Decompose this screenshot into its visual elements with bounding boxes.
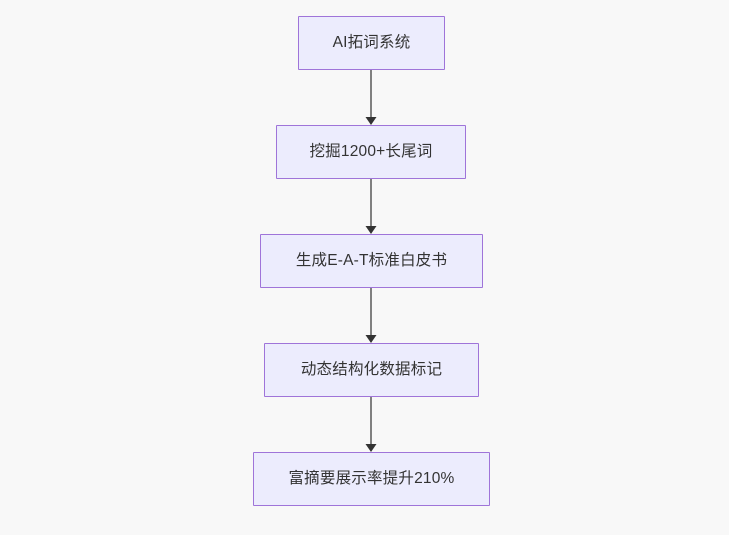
edge-node3-node4 [365, 288, 377, 343]
flowchart-node-2-label: 挖掘1200+长尾词 [309, 143, 433, 161]
flowchart-node-5-label: 富摘要展示率提升210% [288, 470, 455, 488]
flowchart-node-1[interactable]: AI拓词系统 [298, 16, 445, 70]
flowchart-node-4-label: 动态结构化数据标记 [300, 361, 443, 379]
edge-node1-node2 [365, 70, 377, 125]
flowchart-node-1-label: AI拓词系统 [332, 34, 411, 52]
flowchart-node-5[interactable]: 富摘要展示率提升210% [253, 452, 490, 506]
flowchart-node-3-label: 生成E-A-T标准白皮书 [295, 252, 448, 270]
flowchart-node-3[interactable]: 生成E-A-T标准白皮书 [260, 234, 483, 288]
flowchart-node-2[interactable]: 挖掘1200+长尾词 [276, 125, 466, 179]
edge-node4-node5 [365, 397, 377, 452]
edge-node2-node3 [365, 179, 377, 234]
flowchart-node-4[interactable]: 动态结构化数据标记 [264, 343, 479, 397]
